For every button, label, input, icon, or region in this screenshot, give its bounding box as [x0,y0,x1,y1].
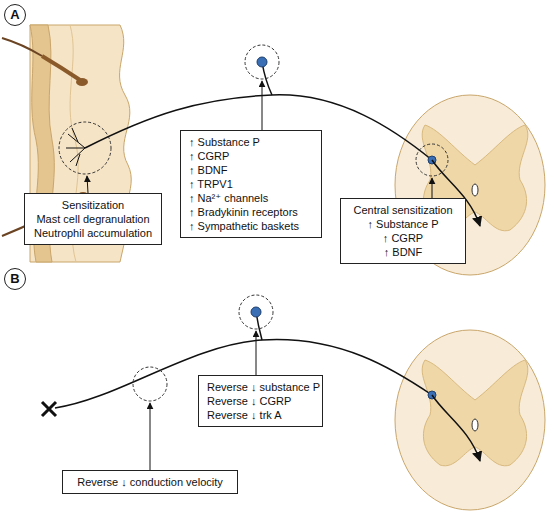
leader-arrow [432,178,433,198]
callout-text: ↑ BDNF [189,163,313,177]
callout-text: Neutrophil accumulation [33,226,153,240]
callout-box: SensitizationMast cell degranulationNeut… [24,193,162,245]
callout-text: Mast cell degranulation [33,212,153,226]
callout-box: Reverse ↓ conduction velocity [62,470,238,494]
callout-text: ↑ BDNF [349,245,457,259]
callout-text: ↑ Sympathetic baskets [189,219,313,233]
callout-text: Reverse ↓ substance P [207,380,314,394]
callout-text: ↑ CGRP [189,149,313,163]
callout-text: Sensitization [33,198,153,212]
cell-body [251,307,261,317]
nerve-endings [66,128,85,166]
dashed-circle [133,367,167,401]
callout-text: ↑ Substance P [189,135,313,149]
leader-arrow [256,331,257,375]
cell-body [257,57,267,67]
callout-text: Reverse ↓ trk A [207,408,314,422]
callout-text: Reverse ↓ conduction velocity [71,475,229,489]
central-canal [472,419,478,431]
panel-label: B [5,269,25,289]
panel-label: A [5,5,25,25]
callout-text: ↑ CGRP [349,231,457,245]
callout-text: ↑ Bradykinin receptors [189,205,313,219]
dashed-circle [245,45,279,79]
hair [2,38,42,56]
hair-bulb [76,78,88,86]
hair-follicle [42,56,80,80]
leader-arrow [87,176,88,193]
central-canal [472,184,478,196]
callout-box: Central sensitization↑ Substance P↑ CGRP… [340,198,466,264]
cut-mark [42,402,56,416]
panel-letter: A [4,4,26,26]
callout-text: Reverse ↓ CGRP [207,394,314,408]
panel-letter: B [4,268,26,290]
spinal-cord [395,330,545,510]
callout-text: Central sensitization [349,203,457,217]
callout-text: ↑ TRPV1 [189,177,313,191]
projection-arrow [432,395,480,461]
gray-matter [422,360,528,466]
callout-box: ↑ Substance P↑ CGRP↑ BDNF↑ TRPV1↑ Na²⁺ c… [180,130,322,238]
callout-text: ↑ Na²⁺ channels [189,191,313,205]
callout-text: ↑ Substance P [349,217,457,231]
axon [55,340,432,408]
dashed-circle [239,295,273,329]
leader-arrow [262,81,263,130]
leader-arrow [150,403,151,470]
callout-box: Reverse ↓ substance PReverse ↓ CGRPRever… [198,375,323,427]
